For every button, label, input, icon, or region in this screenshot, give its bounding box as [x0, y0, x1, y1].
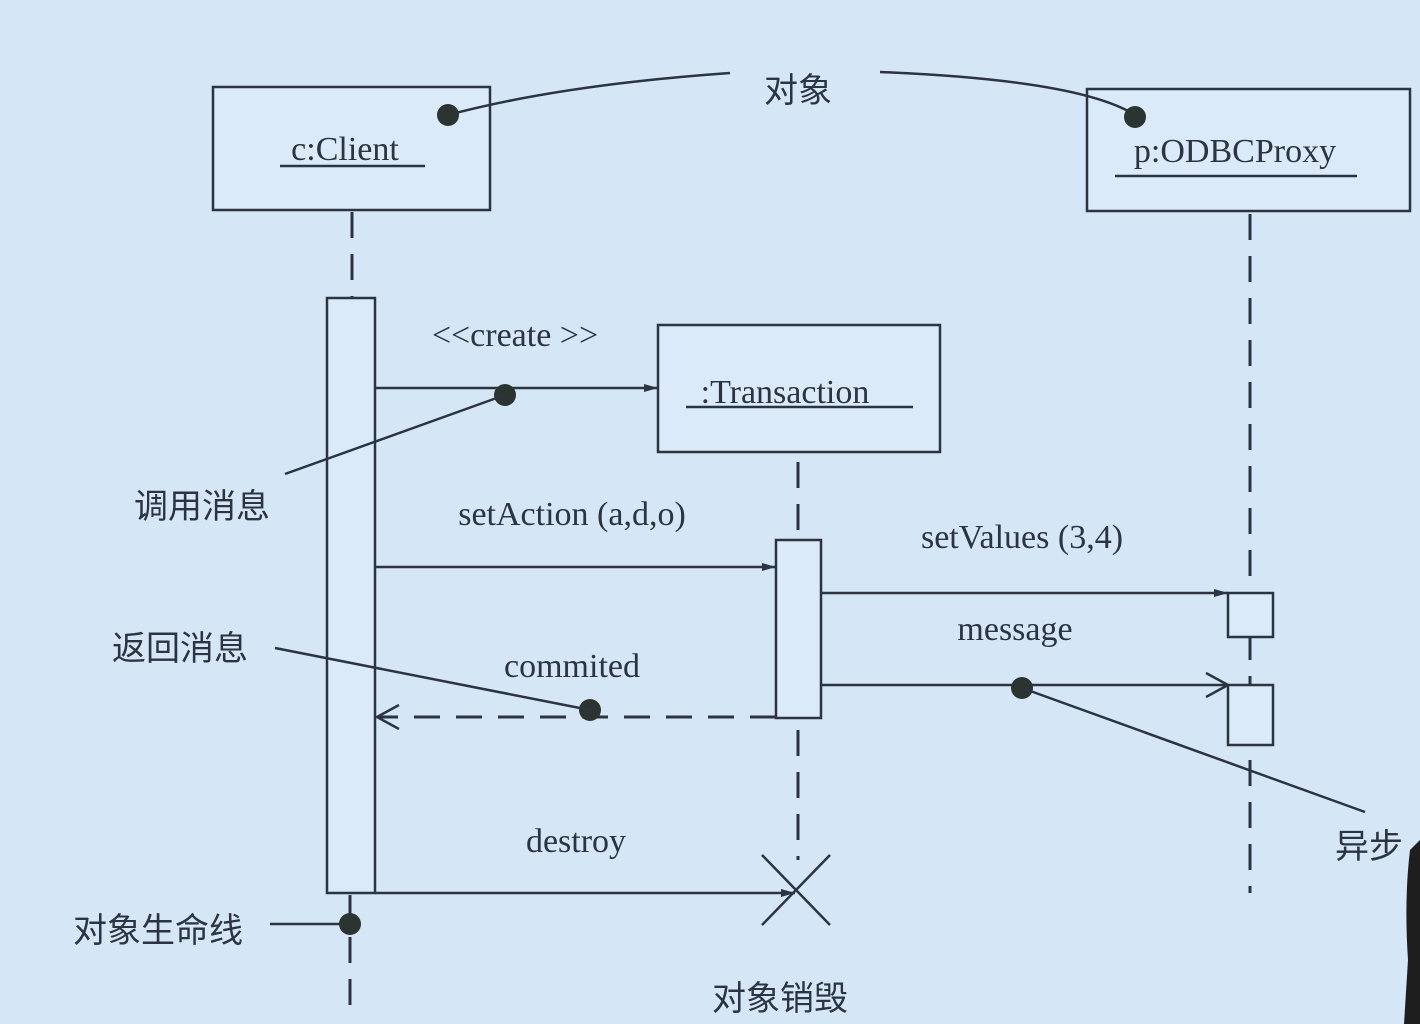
destroy-label: destroy — [526, 823, 626, 860]
callout-line — [284, 393, 506, 476]
set-values-label: setValues (3,4) — [921, 519, 1123, 556]
commited-label: commited — [504, 648, 640, 685]
transaction-activation — [774, 538, 823, 720]
proxy-activation — [1226, 683, 1275, 747]
callout-dot — [437, 104, 459, 126]
object-transaction: :Transaction — [656, 323, 942, 454]
callout-line — [1021, 686, 1366, 814]
annotation-destruction: 对象销毁 — [712, 979, 848, 1019]
annotation-call-message: 调用消息 — [134, 487, 270, 527]
create-label: <<create >> — [432, 317, 598, 354]
annotation-return-message: 返回消息 — [112, 629, 248, 669]
callout-dot — [339, 913, 361, 935]
callout-dot — [1124, 106, 1146, 128]
annotation-lifeline: 对象生命线 — [73, 911, 243, 951]
callout-line — [447, 71, 731, 117]
annotation-object: 对象 — [764, 71, 832, 111]
callout-line — [879, 70, 1136, 117]
transaction-label: :Transaction — [701, 374, 870, 411]
proxy-label: p:ODBCProxy — [1134, 133, 1336, 170]
destroy-x-icon — [761, 854, 831, 926]
client-activation — [325, 296, 377, 895]
set-action-label: setAction (a,d,o) — [458, 496, 686, 533]
annotation-async-message: 异步 — [1335, 827, 1403, 867]
client-label: c:Client — [291, 131, 399, 168]
callout-line — [274, 646, 591, 712]
message-label: message — [957, 611, 1072, 648]
proxy-activation — [1226, 591, 1275, 639]
presenter-silhouette — [1404, 840, 1420, 1024]
